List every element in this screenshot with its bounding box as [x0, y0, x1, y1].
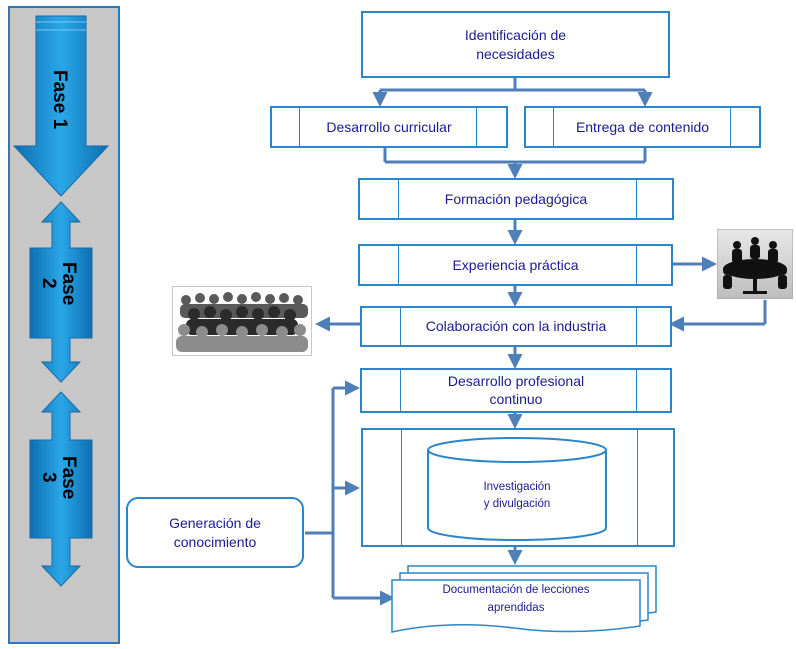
meeting-table-image	[717, 229, 793, 299]
node-entrega-contenido: Entrega de contenido	[524, 106, 761, 148]
node-identificacion: Identificación de necesidades	[361, 11, 670, 78]
node-experiencia-label: Experiencia práctica	[452, 256, 579, 273]
node-documentacion-label: Documentación de lecciones aprendidas	[442, 584, 590, 614]
fase3-label: Fase 3	[37, 456, 79, 500]
node-colaboracion-label: Colaboración con la industria	[425, 318, 607, 335]
phase-arrows	[12, 15, 110, 587]
fase1-label: Fase 1	[48, 70, 70, 130]
node-experiencia: Experiencia práctica	[358, 244, 673, 286]
multi-document-icon	[391, 565, 657, 633]
node-colaboracion: Colaboración con la industria	[360, 306, 672, 347]
node-generacion: Generación de conocimiento	[126, 497, 304, 568]
node-formacion: Formación pedagógica	[358, 178, 674, 220]
database-cylinder-icon	[427, 437, 607, 541]
fase3-arrow	[29, 391, 93, 587]
node-desarrollo-profesional-label: Desarrollo profesional continuo	[447, 373, 585, 408]
node-formacion-label: Formación pedagógica	[444, 190, 588, 207]
node-entrega-contenido-label: Entrega de contenido	[575, 118, 710, 135]
node-identificacion-label: Identificación de necesidades	[464, 26, 567, 62]
node-desarrollo-curricular: Desarrollo curricular	[270, 106, 508, 148]
fase2-label: Fase 2	[37, 262, 79, 306]
node-investigacion-label: Investigación y divulgación	[483, 481, 551, 511]
node-desarrollo-curricular-label: Desarrollo curricular	[326, 118, 452, 135]
crowd-silhouettes-image	[172, 286, 312, 356]
fase2-arrow	[29, 201, 93, 383]
node-desarrollo-profesional: Desarrollo profesional continuo	[360, 368, 672, 413]
node-generacion-label: Generación de conocimiento	[169, 514, 261, 550]
fase1-arrow	[12, 15, 110, 197]
